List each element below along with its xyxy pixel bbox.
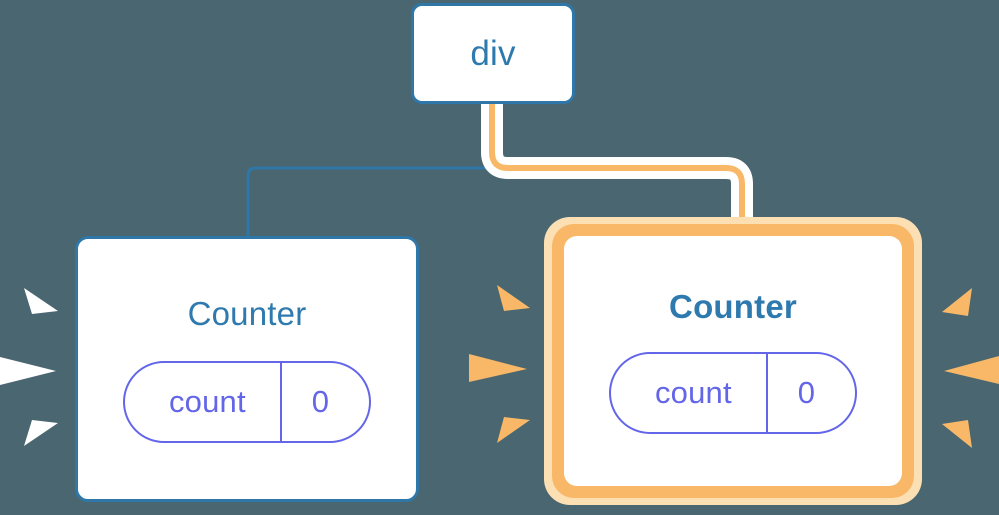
counter-left-state-pill[interactable]: count 0 xyxy=(122,361,372,443)
sparkles-right-of-right-counter xyxy=(942,288,999,448)
counter-right-title: Counter xyxy=(669,288,797,325)
node-counter-left[interactable]: Counter count 0 xyxy=(75,236,419,502)
pill-divider xyxy=(279,363,282,441)
pill-divider xyxy=(765,354,768,432)
node-counter-right[interactable]: Counter count 0 xyxy=(564,236,902,486)
counter-right-state-pill[interactable]: count 0 xyxy=(608,352,858,434)
sparkles-right-of-left-counter xyxy=(469,285,530,443)
counter-right-state-value: 0 xyxy=(797,375,816,410)
edge-div-to-counter-left xyxy=(246,102,494,242)
counter-left-state-value: 0 xyxy=(311,384,330,419)
counter-left-state-key: count xyxy=(168,384,246,419)
counter-right-content: Counter count 0 xyxy=(564,236,902,486)
counter-left-title: Counter xyxy=(187,295,307,332)
node-div[interactable]: div xyxy=(411,3,575,104)
counter-left-content: Counter count 0 xyxy=(78,239,416,499)
node-div-label: div xyxy=(470,33,516,73)
sparkles-left-of-left-counter xyxy=(0,288,58,446)
counter-right-state-key: count xyxy=(654,375,732,410)
